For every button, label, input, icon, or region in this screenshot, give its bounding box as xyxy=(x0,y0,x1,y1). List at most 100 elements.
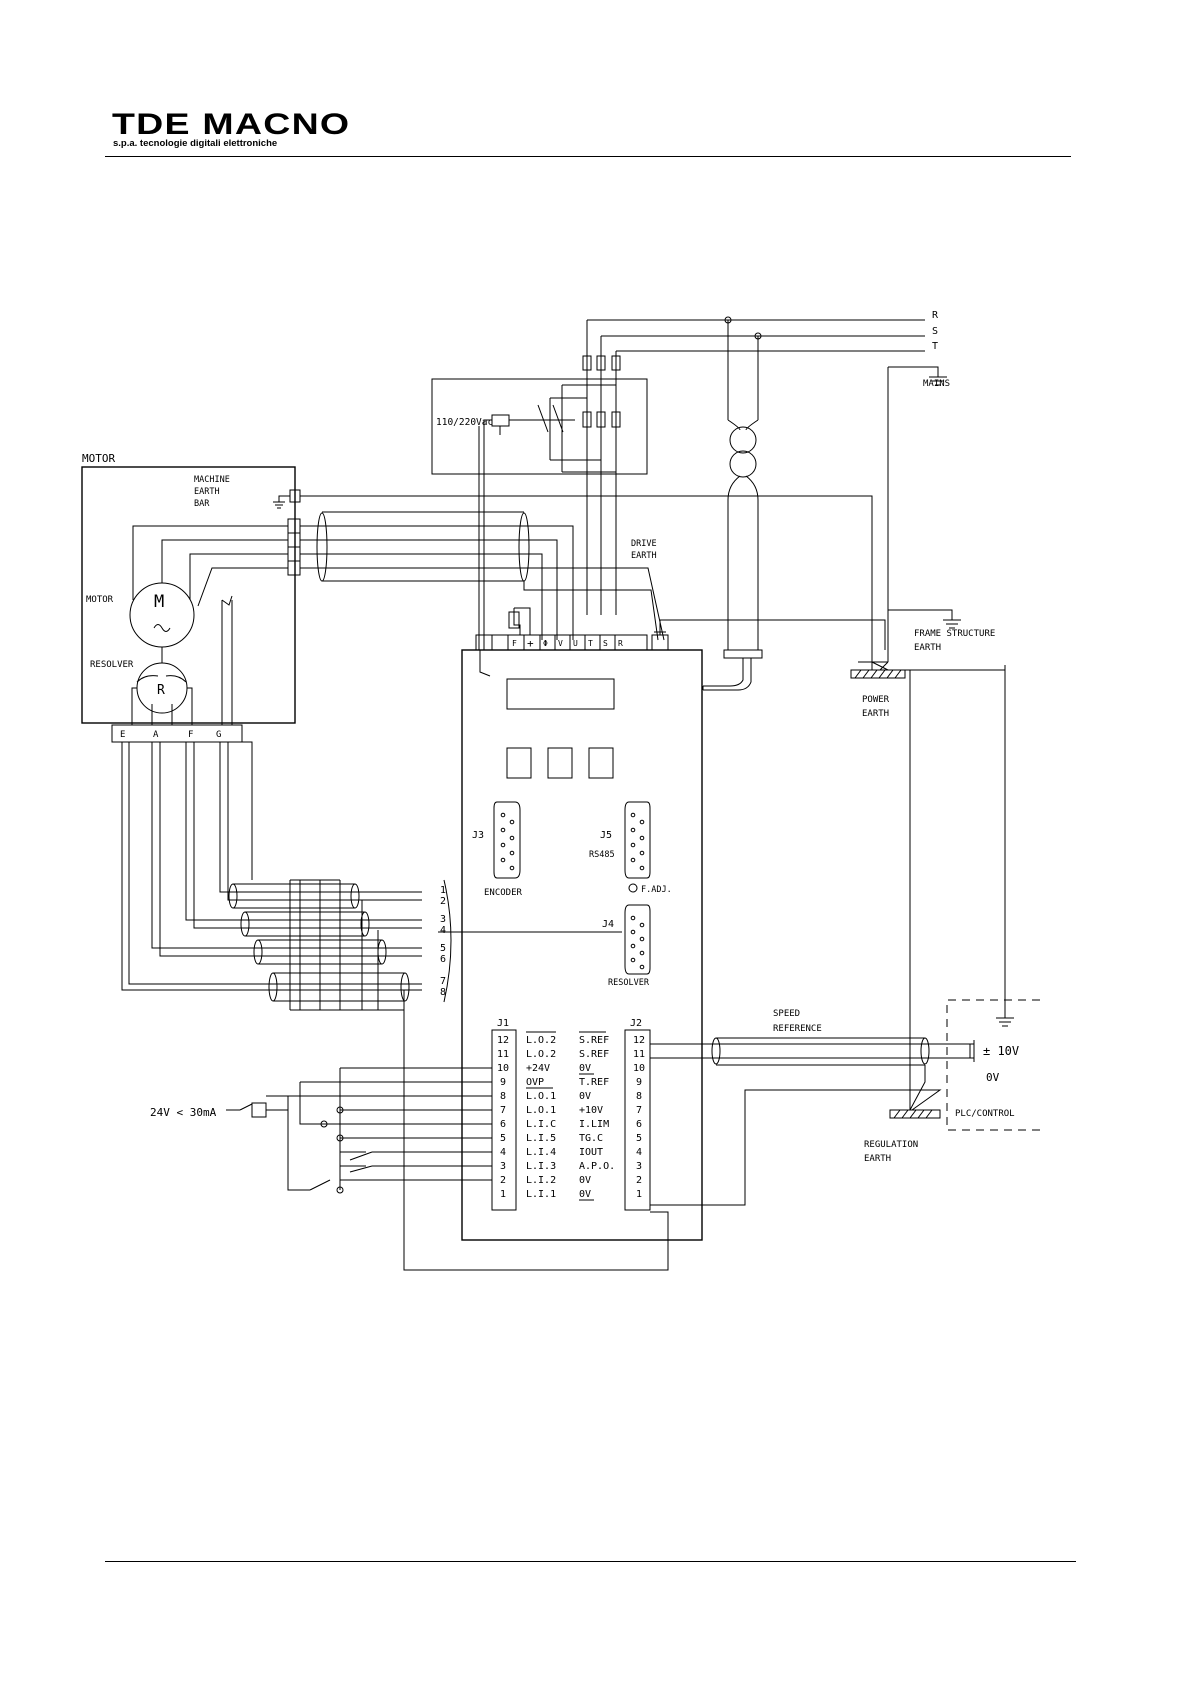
resolver-terminal-strip xyxy=(111,724,243,743)
j2-pin: 1 xyxy=(636,1189,642,1200)
j2-signal: T.REF xyxy=(579,1077,609,1088)
j1-signal: L.I.4 xyxy=(526,1147,556,1158)
j1-signal: L.O.2 xyxy=(526,1049,556,1060)
resolver-pin-6: 6 xyxy=(440,954,446,965)
resolver-pin-1: 1 xyxy=(440,885,446,896)
speed-reference-label-2: REFERENCE xyxy=(773,1024,822,1034)
resolver-terminal-f: F xyxy=(188,730,193,740)
frame-earth-label-2: EARTH xyxy=(914,643,941,653)
resolver-pin-8: 8 xyxy=(440,987,446,998)
motor-windings xyxy=(132,525,288,663)
j1-signal-names: L.O.2 L.O.2 +24V OVP L.O.1 L.O.1 L.I.C L… xyxy=(526,1035,556,1200)
j1-pin: 9 xyxy=(500,1077,506,1088)
j1-pin: 3 xyxy=(500,1161,506,1172)
machine-earth-bar-label-1: MACHINE xyxy=(194,475,230,485)
resolver-terminal-e: E xyxy=(120,730,125,740)
j2-signal: 0V xyxy=(579,1091,591,1102)
speed-reference-cable xyxy=(650,1037,971,1206)
j2-signal: 0V xyxy=(579,1175,591,1186)
j2-pin: 5 xyxy=(636,1133,642,1144)
j3-label: J3 xyxy=(472,830,484,841)
mains-phase-t: T xyxy=(932,341,938,352)
j2-overbars xyxy=(579,1031,606,1201)
motor-power-cable xyxy=(300,511,665,641)
j1-signal: OVP xyxy=(526,1077,544,1088)
resolver-label: RESOLVER xyxy=(90,660,134,670)
j2-pin: 6 xyxy=(636,1119,642,1130)
drive-display xyxy=(506,678,615,710)
drive-resolver-label: RESOLVER xyxy=(608,978,650,988)
power-terminal-r: R xyxy=(618,639,623,648)
mains-lines xyxy=(586,316,947,662)
f-adj-label: F.ADJ. xyxy=(641,885,672,895)
j1-pin: 2 xyxy=(500,1175,506,1186)
j2-pin: 4 xyxy=(636,1147,642,1158)
j2-pin: 8 xyxy=(636,1091,642,1102)
resolver-terminal-g: G xyxy=(216,730,221,740)
contactor-coil xyxy=(491,414,510,427)
frame-earth-label-1: FRAME STRUCTURE xyxy=(914,629,995,639)
power-terminal-phi: Φ xyxy=(543,639,548,648)
power-terminal-v: V xyxy=(558,639,563,648)
j1-pin: 4 xyxy=(500,1147,506,1158)
j2-label: J2 xyxy=(630,1018,642,1029)
j1-signal: +24V xyxy=(526,1063,550,1074)
j1-signal: L.I.2 xyxy=(526,1175,556,1186)
j1-label: J1 xyxy=(497,1018,509,1029)
power-terminal-s: S xyxy=(603,639,608,648)
drive-earth-label-2: EARTH xyxy=(631,551,657,561)
contactor-box xyxy=(431,378,648,650)
company-logo: TDE MACNO xyxy=(112,108,351,141)
drive-earth-link xyxy=(654,619,886,650)
regulation-earth-bar xyxy=(889,1109,941,1119)
motor-terminal-block xyxy=(287,518,301,576)
resolver-pin-2: 2 xyxy=(440,896,446,907)
j2-pin: 2 xyxy=(636,1175,642,1186)
j1-pin: 6 xyxy=(500,1119,506,1130)
plc-control-box xyxy=(946,665,1040,1131)
j1-pin: 8 xyxy=(500,1091,506,1102)
motor-label: MOTOR xyxy=(86,595,114,605)
j1-terminal-block xyxy=(491,1029,517,1211)
mains-phase-r: R xyxy=(932,310,939,321)
j2-signal: TG.C xyxy=(579,1133,603,1144)
j2-signal: IOUT xyxy=(579,1147,603,1158)
j2-pin: 10 xyxy=(633,1063,645,1074)
plc-control-label: PLC/CONTROL xyxy=(955,1109,1015,1119)
thermal-switch xyxy=(221,595,233,725)
power-terminal-plus: + xyxy=(527,637,534,650)
resolver-terminal-a: A xyxy=(153,730,159,740)
j2-signal: S.REF xyxy=(579,1049,609,1060)
resolver-pin-4: 4 xyxy=(440,925,446,936)
j2-pin: 12 xyxy=(633,1035,645,1046)
resolver-symbol: R xyxy=(157,683,165,698)
resolver-pin-3: 3 xyxy=(440,914,446,925)
j2-pin: 11 xyxy=(633,1049,645,1060)
regulation-earth-label-1: REGULATION xyxy=(864,1140,918,1150)
j2-pin-numbers: 12 11 10 9 8 7 6 5 4 3 2 1 xyxy=(633,1035,645,1200)
drive-power-terminal-strip xyxy=(475,634,669,651)
contactor-supply-label: 110/220Vac xyxy=(436,417,493,428)
j1-pin: 10 xyxy=(497,1063,509,1074)
machine-earth-bar-label-3: BAR xyxy=(194,499,210,509)
j5-label: J5 xyxy=(600,830,612,841)
f-adj-trimmer xyxy=(628,883,638,893)
j1-signal: L.O.2 xyxy=(526,1035,556,1046)
j1-signal: L.I.3 xyxy=(526,1161,556,1172)
frame-structure-earth xyxy=(888,609,961,629)
j1-pin: 7 xyxy=(500,1105,506,1116)
j2-signal: 0V xyxy=(579,1063,591,1074)
j2-signal: A.P.O. xyxy=(579,1161,615,1172)
mains-phase-s: S xyxy=(932,326,938,337)
relay-spec-label: 24V < 30mA xyxy=(150,1106,217,1119)
regulation-earth-label-2: EARTH xyxy=(864,1154,891,1164)
resolver-windings xyxy=(131,675,193,725)
power-earth-label-1: POWER xyxy=(862,695,890,705)
control-transformer xyxy=(703,320,763,691)
j2-signal: 0V xyxy=(579,1189,591,1200)
machine-earth-bar-label-2: EARTH xyxy=(194,487,220,497)
j2-signal: +10V xyxy=(579,1105,603,1116)
j1-signal: L.I.C xyxy=(526,1119,556,1130)
mains-label: MAINS xyxy=(923,379,950,389)
resolver-cable xyxy=(121,741,452,1011)
